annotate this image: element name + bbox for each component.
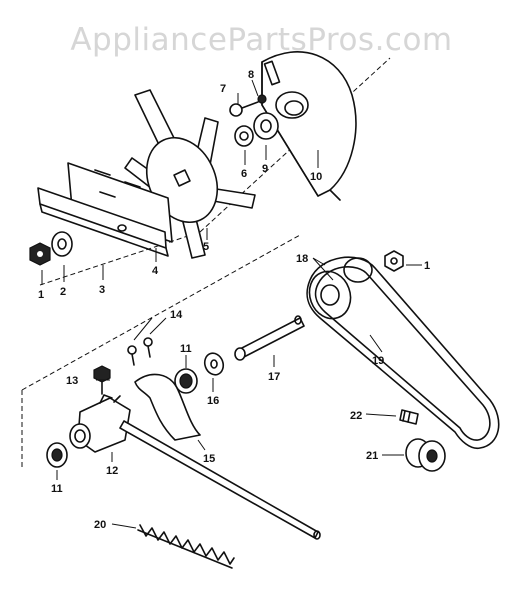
- guard-part-15: [134, 373, 201, 441]
- housing-cover-part-10: [261, 51, 357, 201]
- callout-label: 16: [207, 395, 219, 407]
- callout-label: 17: [268, 371, 280, 383]
- callout-label: 12: [106, 465, 118, 477]
- callout-label: 3: [99, 284, 105, 296]
- bolt-part-13: [93, 365, 111, 395]
- bracket-part-12: [69, 394, 321, 540]
- callout-label: 19: [372, 355, 384, 367]
- callout-label: 22: [350, 410, 362, 422]
- nut-part-8: [257, 94, 267, 104]
- bearing-part-11-upper: [174, 368, 198, 394]
- callout-label: 6: [241, 168, 247, 180]
- washer-part-6: [234, 125, 254, 147]
- callout-label: 7: [220, 83, 226, 95]
- callout-label: 18: [296, 253, 308, 265]
- bolts-part-14: [127, 337, 153, 366]
- callout-label: 11: [180, 343, 192, 355]
- callout-label: 8: [248, 69, 254, 81]
- shaft-part-17: [234, 315, 305, 361]
- callout-label: 1: [424, 260, 430, 272]
- assembly-line-lower: [21, 234, 301, 470]
- callout-label: 15: [203, 453, 215, 465]
- bolt-part-7: [229, 101, 259, 117]
- pulley-part-21: [405, 438, 446, 472]
- callout-label: 10: [310, 171, 322, 183]
- callout-label: 14: [170, 309, 183, 321]
- washer-part-16: [203, 352, 225, 376]
- callout-label: 11: [51, 483, 63, 495]
- nut-part-1-right: [384, 250, 404, 272]
- callout-label: 1: [38, 289, 44, 301]
- belt-part-19: [306, 256, 500, 450]
- callout-label: 21: [366, 450, 378, 462]
- nut-part-1-upper: [29, 242, 51, 266]
- screw-part-22: [399, 409, 419, 425]
- callout-label: 13: [66, 375, 78, 387]
- callout-label: 20: [94, 519, 106, 531]
- blade-part-3: [37, 187, 169, 257]
- leader-lines: [41, 79, 422, 529]
- callout-label: 2: [60, 286, 66, 298]
- bearing-part-11-lower: [46, 442, 68, 468]
- callout-label: 5: [203, 241, 209, 253]
- washer-part-2: [51, 231, 73, 257]
- spring-part-20: [137, 524, 235, 569]
- blade-part-4: [67, 162, 173, 243]
- callout-label: 9: [262, 163, 268, 175]
- pulley-part-18: [308, 257, 373, 320]
- callout-label: 4: [152, 265, 159, 277]
- bearing-part-9: [253, 112, 279, 140]
